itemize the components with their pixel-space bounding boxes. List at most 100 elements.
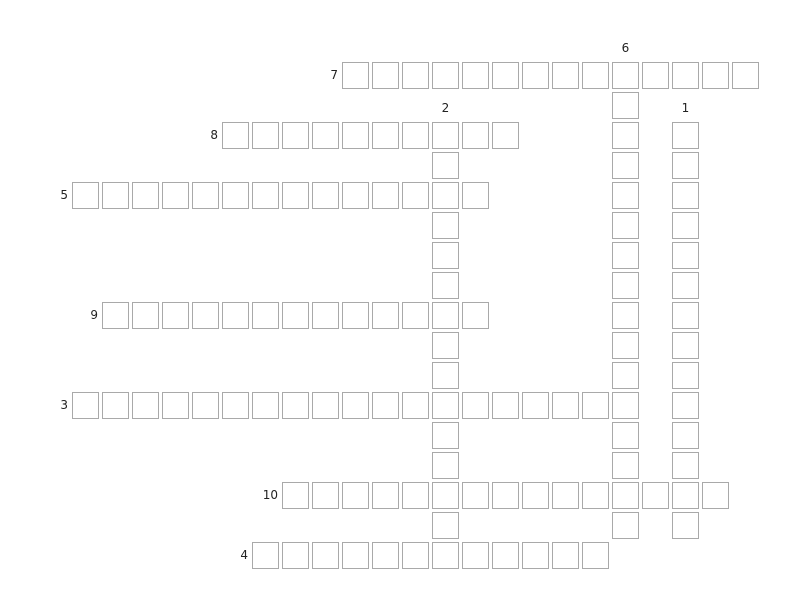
crossword-cell[interactable] bbox=[672, 452, 699, 479]
crossword-cell[interactable] bbox=[582, 392, 609, 419]
crossword-cell[interactable] bbox=[732, 62, 759, 89]
crossword-cell[interactable] bbox=[612, 302, 639, 329]
crossword-cell[interactable] bbox=[672, 482, 699, 509]
crossword-cell[interactable] bbox=[432, 122, 459, 149]
crossword-cell[interactable] bbox=[402, 302, 429, 329]
crossword-cell[interactable] bbox=[402, 122, 429, 149]
crossword-cell[interactable] bbox=[342, 62, 369, 89]
crossword-cell[interactable] bbox=[402, 542, 429, 569]
crossword-cell[interactable] bbox=[492, 542, 519, 569]
crossword-cell[interactable] bbox=[252, 542, 279, 569]
crossword-cell[interactable] bbox=[702, 482, 729, 509]
crossword-cell[interactable] bbox=[192, 392, 219, 419]
crossword-cell[interactable] bbox=[672, 242, 699, 269]
crossword-cell[interactable] bbox=[432, 422, 459, 449]
crossword-cell[interactable] bbox=[432, 242, 459, 269]
crossword-cell[interactable] bbox=[372, 302, 399, 329]
crossword-cell[interactable] bbox=[252, 122, 279, 149]
crossword-cell[interactable] bbox=[612, 62, 639, 89]
crossword-cell[interactable] bbox=[282, 302, 309, 329]
crossword-cell[interactable] bbox=[612, 182, 639, 209]
crossword-cell[interactable] bbox=[612, 92, 639, 119]
crossword-cell[interactable] bbox=[162, 182, 189, 209]
crossword-cell[interactable] bbox=[252, 302, 279, 329]
crossword-cell[interactable] bbox=[222, 302, 249, 329]
crossword-cell[interactable] bbox=[432, 62, 459, 89]
crossword-cell[interactable] bbox=[222, 182, 249, 209]
crossword-cell[interactable] bbox=[462, 182, 489, 209]
crossword-cell[interactable] bbox=[402, 392, 429, 419]
crossword-cell[interactable] bbox=[552, 542, 579, 569]
crossword-cell[interactable] bbox=[342, 302, 369, 329]
crossword-cell[interactable] bbox=[462, 542, 489, 569]
crossword-cell[interactable] bbox=[672, 122, 699, 149]
crossword-cell[interactable] bbox=[432, 182, 459, 209]
crossword-cell[interactable] bbox=[612, 272, 639, 299]
crossword-cell[interactable] bbox=[462, 392, 489, 419]
crossword-cell[interactable] bbox=[312, 482, 339, 509]
crossword-cell[interactable] bbox=[672, 272, 699, 299]
crossword-cell[interactable] bbox=[312, 542, 339, 569]
crossword-cell[interactable] bbox=[492, 122, 519, 149]
crossword-cell[interactable] bbox=[432, 452, 459, 479]
crossword-cell[interactable] bbox=[612, 152, 639, 179]
crossword-cell[interactable] bbox=[102, 392, 129, 419]
crossword-cell[interactable] bbox=[432, 302, 459, 329]
crossword-cell[interactable] bbox=[672, 512, 699, 539]
crossword-cell[interactable] bbox=[432, 392, 459, 419]
crossword-cell[interactable] bbox=[192, 182, 219, 209]
crossword-cell[interactable] bbox=[372, 542, 399, 569]
crossword-cell[interactable] bbox=[312, 182, 339, 209]
crossword-cell[interactable] bbox=[612, 362, 639, 389]
crossword-cell[interactable] bbox=[612, 452, 639, 479]
crossword-cell[interactable] bbox=[102, 182, 129, 209]
crossword-cell[interactable] bbox=[522, 392, 549, 419]
crossword-cell[interactable] bbox=[342, 122, 369, 149]
crossword-cell[interactable] bbox=[702, 62, 729, 89]
crossword-cell[interactable] bbox=[432, 542, 459, 569]
crossword-cell[interactable] bbox=[432, 362, 459, 389]
crossword-cell[interactable] bbox=[252, 392, 279, 419]
crossword-cell[interactable] bbox=[222, 122, 249, 149]
crossword-cell[interactable] bbox=[672, 302, 699, 329]
crossword-cell[interactable] bbox=[672, 182, 699, 209]
crossword-cell[interactable] bbox=[552, 482, 579, 509]
crossword-cell[interactable] bbox=[72, 182, 99, 209]
crossword-cell[interactable] bbox=[432, 212, 459, 239]
crossword-cell[interactable] bbox=[672, 62, 699, 89]
crossword-cell[interactable] bbox=[342, 482, 369, 509]
crossword-cell[interactable] bbox=[612, 392, 639, 419]
crossword-cell[interactable] bbox=[252, 182, 279, 209]
crossword-cell[interactable] bbox=[342, 392, 369, 419]
crossword-cell[interactable] bbox=[342, 182, 369, 209]
crossword-cell[interactable] bbox=[282, 182, 309, 209]
crossword-cell[interactable] bbox=[132, 302, 159, 329]
crossword-cell[interactable] bbox=[432, 332, 459, 359]
crossword-cell[interactable] bbox=[462, 482, 489, 509]
crossword-cell[interactable] bbox=[432, 152, 459, 179]
crossword-cell[interactable] bbox=[342, 542, 369, 569]
crossword-cell[interactable] bbox=[642, 482, 669, 509]
crossword-cell[interactable] bbox=[612, 422, 639, 449]
crossword-cell[interactable] bbox=[282, 392, 309, 419]
crossword-cell[interactable] bbox=[462, 122, 489, 149]
crossword-cell[interactable] bbox=[372, 482, 399, 509]
crossword-cell[interactable] bbox=[612, 122, 639, 149]
crossword-cell[interactable] bbox=[372, 122, 399, 149]
crossword-cell[interactable] bbox=[672, 362, 699, 389]
crossword-cell[interactable] bbox=[582, 62, 609, 89]
crossword-cell[interactable] bbox=[612, 482, 639, 509]
crossword-cell[interactable] bbox=[372, 392, 399, 419]
crossword-cell[interactable] bbox=[462, 302, 489, 329]
crossword-cell[interactable] bbox=[132, 392, 159, 419]
crossword-cell[interactable] bbox=[282, 122, 309, 149]
crossword-cell[interactable] bbox=[132, 182, 159, 209]
crossword-cell[interactable] bbox=[672, 392, 699, 419]
crossword-cell[interactable] bbox=[462, 62, 489, 89]
crossword-cell[interactable] bbox=[372, 182, 399, 209]
crossword-cell[interactable] bbox=[282, 482, 309, 509]
crossword-cell[interactable] bbox=[312, 392, 339, 419]
crossword-cell[interactable] bbox=[102, 302, 129, 329]
crossword-cell[interactable] bbox=[522, 482, 549, 509]
crossword-cell[interactable] bbox=[312, 122, 339, 149]
